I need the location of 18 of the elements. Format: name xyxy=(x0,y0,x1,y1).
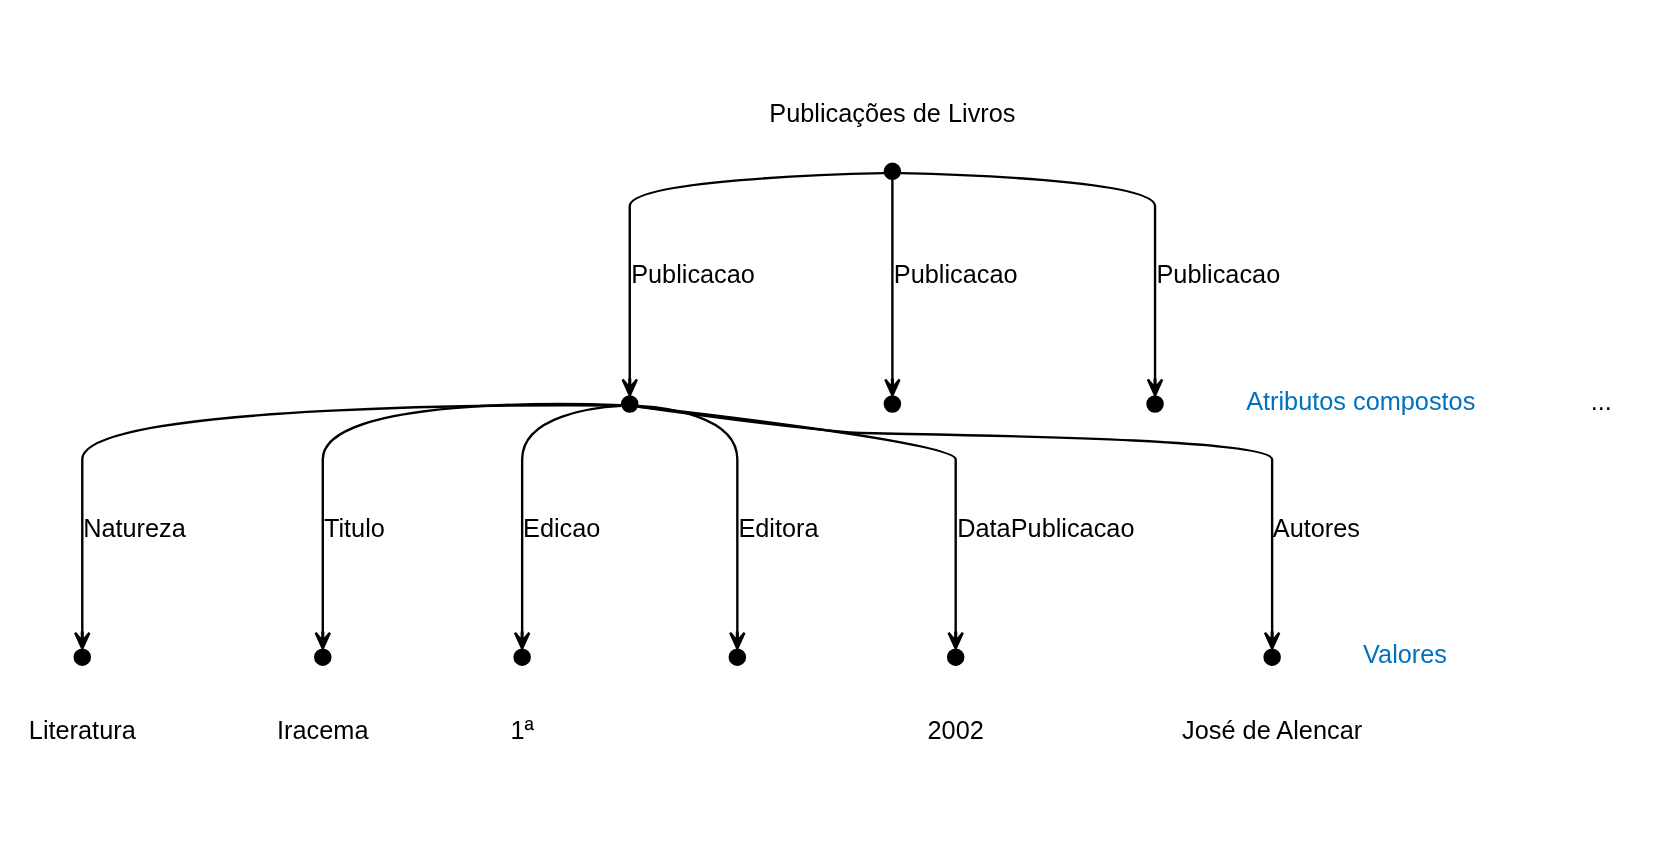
edge-label: Publicacao xyxy=(893,259,1018,288)
label: Valores xyxy=(1363,639,1447,668)
edge-label: Natureza xyxy=(83,513,186,542)
edge-label: Autores xyxy=(1272,513,1361,542)
node-label: 1ª xyxy=(510,715,534,744)
node-label: 2002 xyxy=(927,715,984,744)
label: ... xyxy=(1590,386,1612,415)
node-label: Iracema xyxy=(277,715,369,744)
node-label: José de Alencar xyxy=(1182,715,1363,744)
edge-label: Edicao xyxy=(523,513,601,542)
edge-label: Editora xyxy=(738,513,819,542)
edge-label: Publicacao xyxy=(1156,259,1281,288)
label: Atributos compostos xyxy=(1246,386,1476,415)
node-label: Publicações de Livros xyxy=(769,98,1016,127)
edge-label: Titulo xyxy=(323,513,385,542)
edge-label: Publicacao xyxy=(631,259,755,288)
edge-label: DataPublicacao xyxy=(957,513,1135,542)
node-label: Literatura xyxy=(28,715,136,744)
